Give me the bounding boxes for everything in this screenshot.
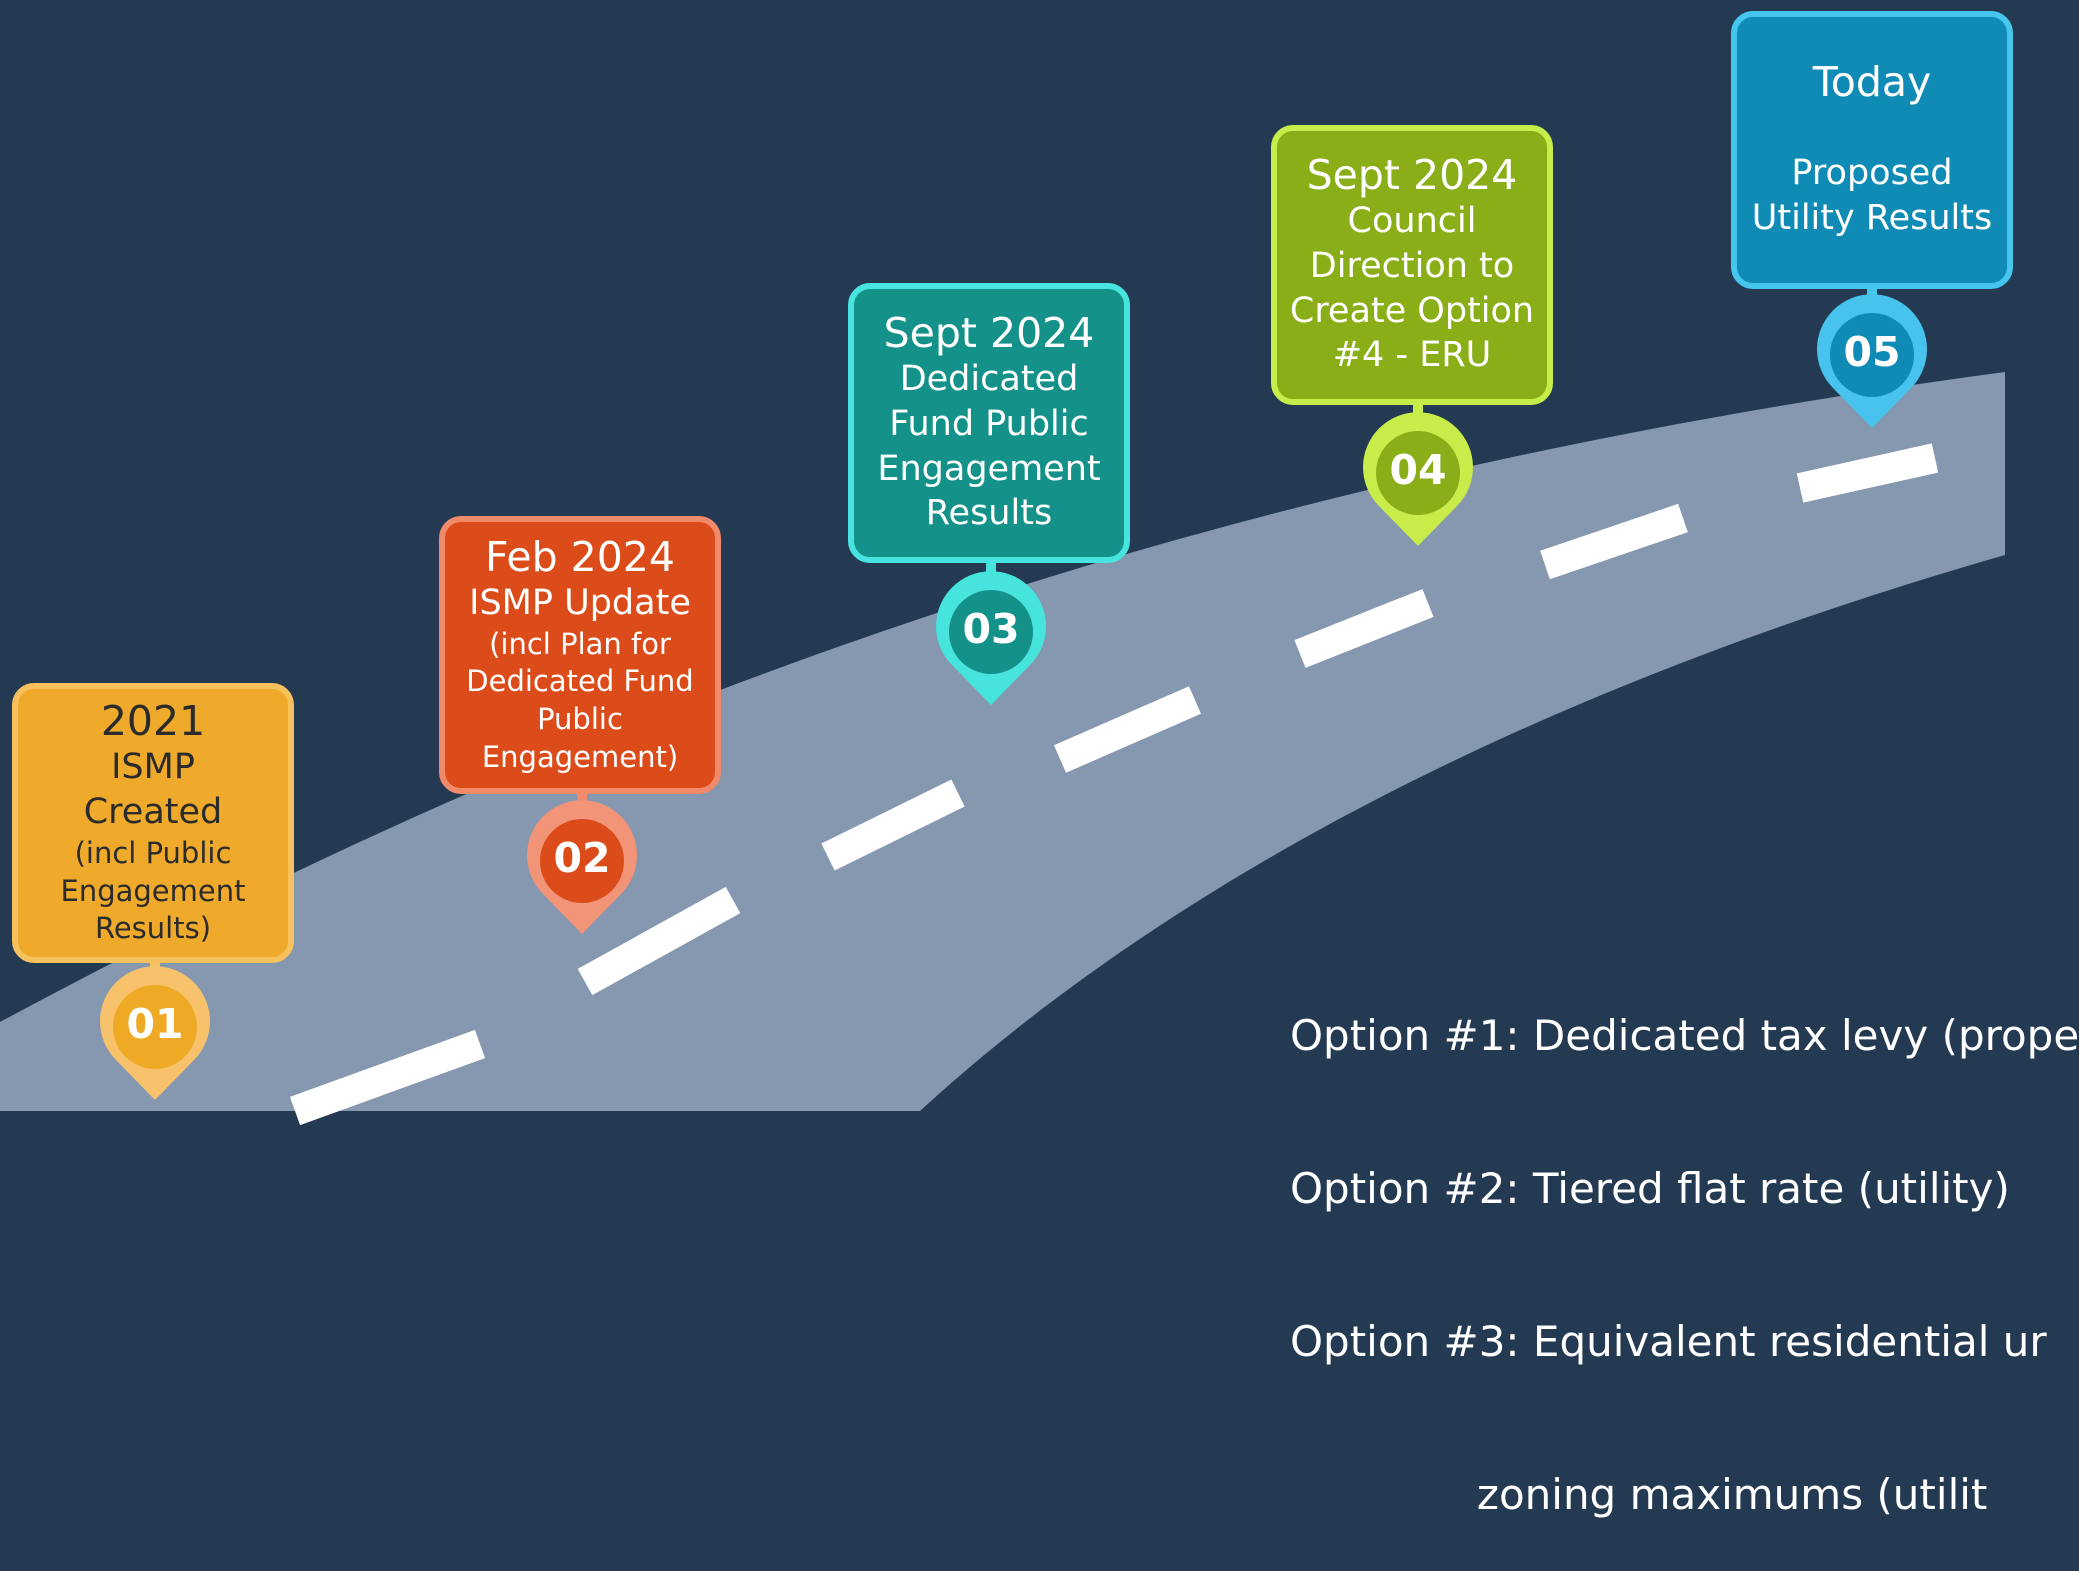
- road-dash: [1053, 686, 1202, 773]
- milestone-date: Sept 2024: [883, 308, 1095, 357]
- milestone-headline-line: [1866, 106, 1877, 151]
- milestone-number: 03: [962, 605, 1020, 653]
- milestone-headline-line: Utility Results: [1751, 197, 1993, 238]
- option-3: Option #3: Equivalent residential ur: [1290, 1317, 2047, 1366]
- milestone-headline-line: Dedicated: [899, 358, 1079, 399]
- milestone-pin-04: 04: [1363, 412, 1473, 548]
- milestone-detail-line: Engagement): [481, 739, 679, 774]
- road-dash: [289, 1029, 486, 1126]
- road-dash: [821, 779, 965, 871]
- map-pin-icon: [1817, 294, 1927, 428]
- milestone-date: 2021: [100, 697, 206, 746]
- options-list: Option #1: Dedicated tax levy (prope Opt…: [1290, 908, 2079, 1571]
- road-center-dashes: [289, 443, 1939, 1126]
- milestone-detail-line: Public: [537, 701, 623, 736]
- milestone-detail-line: Results): [94, 911, 212, 946]
- milestone-headline-line: Results: [925, 493, 1053, 534]
- milestone-connector: [986, 561, 996, 579]
- milestone-pin-05: 05: [1817, 294, 1927, 430]
- milestone-number: 04: [1389, 446, 1447, 494]
- milestone-detail-line: (incl Plan for: [489, 626, 671, 661]
- milestone-headline-line: ISMP: [111, 747, 195, 788]
- map-pin-icon: [1363, 412, 1473, 546]
- road-dash: [1294, 589, 1434, 668]
- milestone-headline-line: Fund Public: [889, 403, 1089, 444]
- milestone-date: Feb 2024: [485, 532, 675, 581]
- road-surface: [0, 372, 2005, 1111]
- milestone-headline-line: Create Option: [1289, 290, 1535, 331]
- milestone-headline-line: Engagement: [877, 448, 1101, 489]
- milestone-pin-03: 03: [936, 571, 1046, 707]
- milestone-headline-line: Council: [1347, 200, 1477, 241]
- milestone-date: Sept 2024: [1306, 150, 1518, 199]
- milestone-pin-02: 02: [527, 800, 637, 936]
- road-dash: [577, 886, 741, 996]
- milestone-date: Today: [1812, 58, 1932, 107]
- map-pin-icon: [936, 571, 1046, 705]
- milestone-headline-line: ISMP Update: [469, 582, 691, 623]
- road-dash: [1796, 443, 1939, 503]
- milestone-number: 05: [1843, 328, 1901, 376]
- option-2: Option #2: Tiered flat rate (utility): [1290, 1164, 2010, 1213]
- milestone-headline-line: Proposed: [1791, 153, 1953, 194]
- milestone-connector: [577, 792, 587, 808]
- map-pin-icon: [527, 800, 637, 934]
- milestone-connector: [1413, 403, 1423, 420]
- milestone-number: 02: [553, 834, 611, 882]
- milestone-detail-line: Engagement: [60, 873, 246, 908]
- milestone-detail-line: (incl Public: [74, 835, 232, 870]
- milestone-headline-line: #4 - ERU: [1332, 335, 1492, 376]
- milestone-headline-line: Direction to: [1309, 245, 1515, 286]
- map-pin-icon: [100, 966, 210, 1100]
- road: [0, 372, 2005, 1126]
- milestone-detail-line: Dedicated Fund: [466, 664, 694, 699]
- milestone-number: 01: [126, 1000, 184, 1048]
- option-1: Option #1: Dedicated tax levy (prope: [1290, 1011, 2079, 1060]
- milestone-headline-line: Created: [83, 792, 223, 833]
- option-3-continued: zoning maximums (utilit: [1290, 1470, 1988, 1519]
- milestone-pin-01: 01: [100, 966, 210, 1102]
- road-dash: [1540, 503, 1688, 580]
